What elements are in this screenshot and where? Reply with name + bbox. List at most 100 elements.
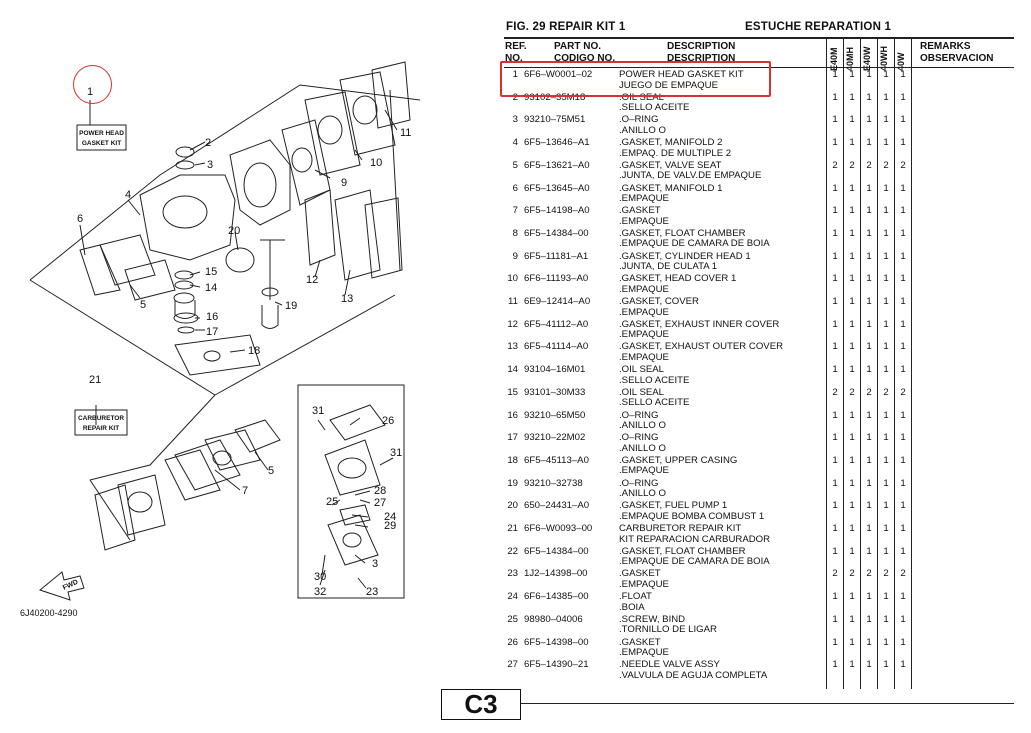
- col-rule: [894, 37, 895, 689]
- callout-24: 24: [384, 511, 396, 523]
- qty-cell: 1: [849, 296, 855, 307]
- qty-cell: 2: [883, 568, 889, 580]
- qty-cell: 1: [866, 545, 872, 557]
- description-es-cell: .ANILLO O: [619, 488, 666, 500]
- qty-cell: 1: [883, 137, 889, 149]
- qty-cell: 2: [849, 159, 855, 171]
- ref-cell: 21: [507, 523, 518, 534]
- highlight-box: [500, 61, 771, 97]
- qty-cell: 1: [900, 659, 906, 671]
- power-head-box-line2: GASKET KIT: [82, 140, 121, 147]
- qty-cell: 1: [866, 205, 872, 217]
- qty-cell: 1: [900, 273, 906, 285]
- description-cell: .GASKET: [619, 568, 661, 580]
- ref-cell: 12: [507, 318, 518, 330]
- qty-cell: 1: [866, 409, 872, 421]
- part-number-cell: 93210–65M50: [524, 409, 586, 421]
- description-cell: .GASKET, FLOAT CHAMBER: [619, 227, 746, 239]
- callout-30: 30: [314, 571, 326, 583]
- qty-cell: 1: [900, 182, 906, 194]
- part-number-cell: 6F5–14384–00: [524, 545, 589, 557]
- qty-cell: 1: [883, 636, 889, 648]
- qty-cell: 1: [832, 364, 838, 376]
- qty-cell: 1: [883, 659, 889, 671]
- description-cell: .GASKET, FUEL PUMP 1: [619, 500, 728, 512]
- callout-23: 23: [366, 586, 378, 598]
- description-es-cell: .EMPAQUE: [619, 283, 669, 295]
- carburetor-box-line2: REPAIR KIT: [83, 425, 119, 432]
- qty-cell: 1: [832, 91, 838, 103]
- qty-cell: 1: [849, 477, 855, 489]
- header-bottom-rule: [504, 67, 1014, 68]
- qty-cell: 1: [832, 114, 838, 126]
- qty-cell: 1: [849, 364, 855, 376]
- part-number-cell: 6F6–W0001–02: [524, 69, 593, 80]
- col-desc-header: DESCRIPTION DESCRIPTION: [667, 41, 735, 65]
- description-es-cell: .SELLO ACEITE: [619, 397, 690, 409]
- qty-cell: 1: [883, 182, 889, 194]
- ref-cell: 14: [507, 364, 518, 376]
- part-number-cell: 93210–75M51: [524, 114, 586, 126]
- ref-cell: 23: [507, 568, 518, 580]
- qty-cell: 1: [900, 591, 906, 603]
- callout-31b: 31: [390, 447, 402, 459]
- footer-rule: [521, 703, 1014, 704]
- col-ref-header: REF. NO.: [505, 41, 527, 65]
- part-number-cell: 6F5–13621–A0: [524, 159, 590, 171]
- part-number-cell: 6F6–14385–00: [524, 591, 589, 603]
- description-cell: .GASKET, MANIFOLD 1: [619, 182, 723, 194]
- qty-cell: 1: [900, 409, 906, 421]
- description-cell: .GASKET, FLOAT CHAMBER: [619, 545, 746, 557]
- qty-cell: 1: [900, 500, 906, 512]
- part-number-cell: 6F6–11193–A0: [524, 273, 589, 285]
- description-cell: .OIL SEAL: [619, 91, 664, 103]
- part-number-cell: 6F5–14390–21: [524, 659, 589, 671]
- callout-32: 32: [314, 586, 326, 598]
- page-label: C3: [441, 689, 521, 720]
- callout-14: 14: [205, 282, 217, 294]
- ref-cell: 4: [512, 137, 518, 149]
- qty-cell: 1: [883, 91, 889, 103]
- callout-28: 28: [374, 485, 386, 497]
- qty-cell: 2: [900, 386, 906, 398]
- col-rule: [911, 37, 912, 689]
- qty-cell: 1: [832, 432, 838, 444]
- qty-cell: 1: [900, 341, 906, 353]
- col-ref-line2: NO.: [505, 53, 523, 64]
- description-cell: POWER HEAD GASKET KIT: [619, 69, 744, 80]
- qty-cell: 1: [883, 273, 889, 285]
- power-head-box-line1: POWER HEAD: [79, 130, 124, 137]
- fwd-arrow-icon: FWD: [38, 571, 85, 601]
- ref-cell: 5: [512, 159, 518, 171]
- callout-18: 18: [248, 345, 260, 357]
- qty-cell: 2: [832, 568, 838, 580]
- part-number-cell: 6F5–14384–00: [524, 227, 589, 239]
- qty-cell: 1: [849, 227, 855, 239]
- part-number-cell: 98980–04006: [524, 613, 583, 625]
- description-es-cell: .ANILLO O: [619, 124, 666, 136]
- qty-cell: 1: [832, 341, 838, 353]
- qty-cell: 1: [866, 296, 872, 307]
- description-es-cell: .EMPAQ. DE MULTIPLE 2: [619, 147, 732, 159]
- highlight-circle: [73, 65, 112, 104]
- header-top-rule: [504, 37, 1014, 39]
- ref-cell: 24: [507, 591, 518, 603]
- col-rule: [860, 37, 861, 689]
- qty-cell: 1: [866, 91, 872, 103]
- qty-cell: 1: [900, 545, 906, 557]
- qty-cell: 1: [849, 114, 855, 126]
- col-desc-line2: DESCRIPTION: [667, 53, 736, 64]
